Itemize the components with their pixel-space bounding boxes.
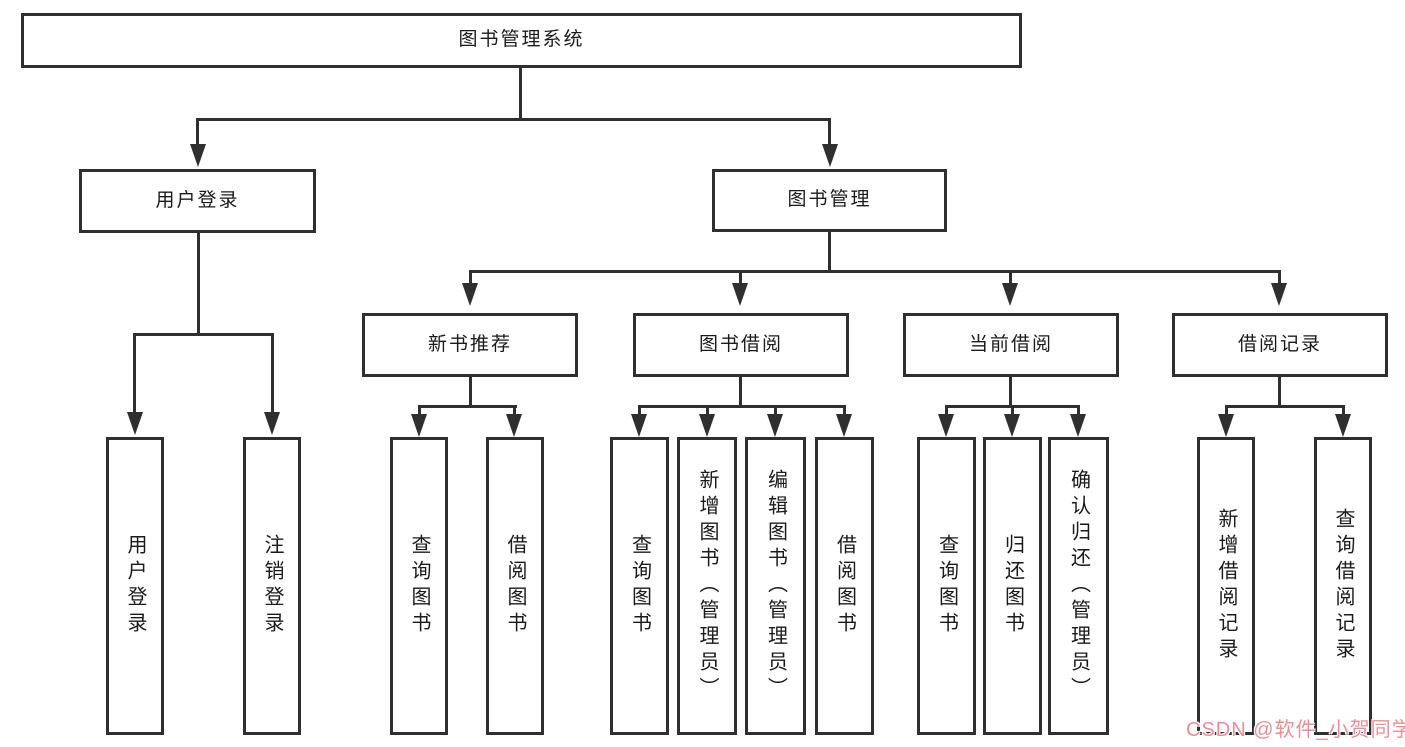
- arrow-down-icon: [699, 414, 715, 437]
- connector-mgmt-stem: [828, 232, 831, 273]
- connector-drop: [1009, 270, 1012, 283]
- connector-stem: [1009, 377, 1012, 408]
- arrow-down-icon: [462, 283, 478, 306]
- connector-drop: [638, 405, 641, 415]
- connector-stem: [469, 377, 472, 408]
- node-new-book-recommend-label: 新书推荐: [427, 333, 512, 355]
- connector-bar: [418, 405, 517, 408]
- node-book-management-label: 图书管理: [787, 189, 872, 211]
- connector-level3-bar: [469, 270, 1281, 273]
- leaf-label: 注销登录: [261, 534, 283, 638]
- node-root-label: 图书管理系统: [458, 29, 585, 51]
- connector-drop: [706, 405, 709, 415]
- node-add-borrow-record-leaf: 新增借阅记录: [1197, 437, 1255, 735]
- connector-drop: [513, 405, 516, 415]
- arrow-down-icon: [506, 414, 522, 437]
- node-book-management: 图书管理: [712, 169, 947, 232]
- node-query-books-leaf: 查询图书: [390, 437, 448, 735]
- connector-bar: [638, 405, 846, 408]
- arrow-down-icon: [411, 414, 427, 437]
- leaf-label: 借阅图书: [504, 534, 526, 638]
- connector-login-bar: [133, 333, 274, 336]
- leaf-label: 确认归还（管理员）: [1067, 469, 1090, 703]
- arrow-down-icon: [767, 414, 783, 437]
- leaf-label: 查询图书: [935, 534, 958, 638]
- arrow-down-icon: [264, 412, 280, 435]
- node-logout-leaf: 注销登录: [243, 437, 301, 735]
- node-borrow-records-label: 借阅记录: [1237, 333, 1322, 355]
- connector-stem: [739, 377, 742, 408]
- node-book-borrow: 图书借阅: [633, 313, 849, 377]
- node-current-borrow: 当前借阅: [903, 313, 1119, 377]
- connector-drop: [133, 333, 136, 412]
- connector-drop: [1225, 405, 1228, 415]
- connector-drop: [843, 405, 846, 415]
- node-borrow-records: 借阅记录: [1172, 313, 1388, 377]
- connector-drop: [469, 270, 472, 283]
- arrow-down-icon: [127, 412, 143, 435]
- arrow-down-icon: [938, 414, 954, 437]
- node-book-borrow-label: 图书借阅: [698, 333, 783, 355]
- leaf-label: 查询图书: [408, 534, 430, 638]
- node-borrow-books-leaf: 借阅图书: [486, 437, 544, 735]
- leaf-label: 新增图书（管理员）: [696, 469, 718, 703]
- node-root: 图书管理系统: [21, 13, 1022, 68]
- arrow-down-icon: [836, 414, 852, 437]
- leaf-label: 查询借阅记录: [1332, 508, 1354, 664]
- node-user-login-label: 用户登录: [155, 189, 240, 211]
- leaf-label: 新增借阅记录: [1215, 508, 1237, 664]
- leaf-label: 用户登录: [124, 534, 146, 638]
- arrow-down-icon: [732, 283, 748, 306]
- connector-drop-login: [196, 118, 199, 145]
- connector-drop: [774, 405, 777, 415]
- connector-drop: [1011, 405, 1014, 415]
- node-user-login-leaf: 用户登录: [106, 437, 164, 735]
- leaf-label: 归还图书: [1001, 534, 1024, 638]
- connector-level1-bar: [196, 118, 831, 121]
- arrow-down-icon: [822, 144, 838, 167]
- node-add-books-admin-leaf: 新增图书（管理员）: [677, 437, 737, 735]
- connector-drop: [418, 405, 421, 415]
- connector-stem: [1278, 377, 1281, 408]
- connector-drop: [1342, 405, 1345, 415]
- connector-login-stem: [197, 233, 200, 335]
- node-return-books-leaf: 归还图书: [983, 437, 1042, 735]
- arrow-down-icon: [1070, 414, 1086, 437]
- arrow-down-icon: [1218, 414, 1234, 437]
- node-current-borrow-label: 当前借阅: [968, 333, 1053, 355]
- node-user-login: 用户登录: [79, 169, 316, 233]
- connector-drop: [271, 333, 274, 412]
- connector-drop: [739, 270, 742, 283]
- node-query-books-leaf: 查询图书: [917, 437, 976, 735]
- connector-drop-mgmt: [828, 118, 831, 145]
- connector-root-stem: [519, 68, 522, 120]
- arrow-down-icon: [1004, 414, 1020, 437]
- node-edit-books-admin-leaf: 编辑图书（管理员）: [745, 437, 806, 735]
- connector-bar: [1225, 405, 1345, 408]
- connector-drop: [945, 405, 948, 415]
- arrow-down-icon: [190, 144, 206, 167]
- connector-drop: [1077, 405, 1080, 415]
- node-new-book-recommend: 新书推荐: [362, 313, 578, 377]
- node-query-borrow-record-leaf: 查询借阅记录: [1314, 437, 1372, 735]
- node-query-books-leaf: 查询图书: [610, 437, 669, 735]
- watermark: CSDN @软件_小贺同学: [1186, 719, 1405, 741]
- leaf-label: 查询图书: [628, 534, 651, 638]
- node-confirm-return-admin-leaf: 确认归还（管理员）: [1048, 437, 1109, 735]
- leaf-label: 编辑图书（管理员）: [764, 469, 787, 703]
- arrow-down-icon: [631, 414, 647, 437]
- connector-drop: [1278, 270, 1281, 283]
- leaf-label: 借阅图书: [833, 534, 856, 638]
- arrow-down-icon: [1335, 414, 1351, 437]
- arrow-down-icon: [1002, 283, 1018, 306]
- node-borrow-books-leaf: 借阅图书: [815, 437, 874, 735]
- arrow-down-icon: [1271, 283, 1287, 306]
